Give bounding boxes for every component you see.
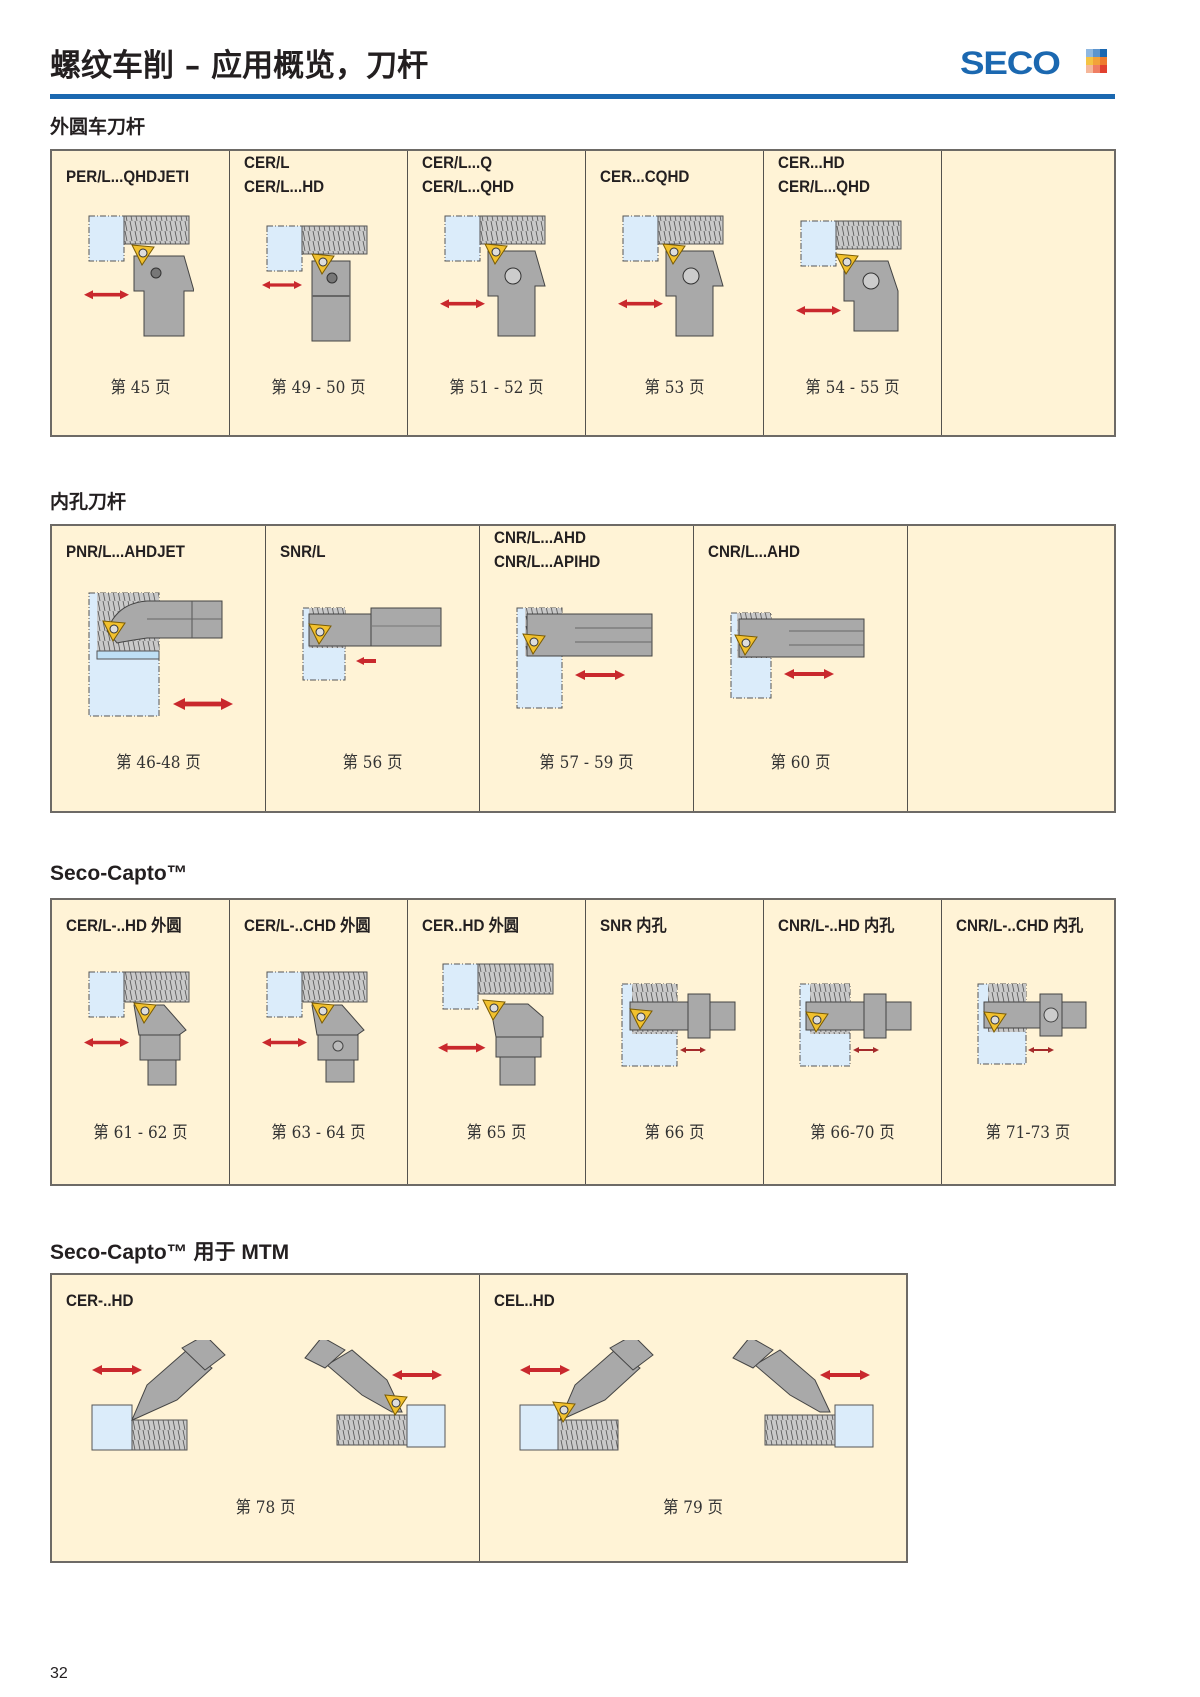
- internal-thread-drawing-icon: [730, 612, 865, 699]
- internal-holders-grid: PNR/L...AHDJET 第 46-48 页 SNR/L 第 56 页 CN…: [50, 524, 1116, 813]
- capto-mtm-grid: CER-..HD 第 78 页 CEL..HD: [50, 1273, 908, 1563]
- external-thread-drawing-icon: [440, 215, 546, 337]
- section-title-internal: 内孔刀杆: [50, 491, 127, 513]
- capto-external-drawing-icon: [84, 971, 190, 1086]
- holder-cell[interactable]: CER/L-..HD 外圆 第 61 - 62 页: [52, 900, 230, 1184]
- internal-thread-drawing-icon: [302, 607, 442, 681]
- holder-code: CNR/L...AHD: [708, 543, 800, 561]
- holder-code: CER/L-..CHD 外圆: [244, 917, 371, 935]
- holder-code: CER..HD 外圆: [422, 917, 519, 935]
- external-thread-drawing-icon: [262, 225, 368, 342]
- external-thread-drawing-icon: [618, 215, 724, 337]
- holder-cell[interactable]: PER/L...QHDJETI 第 45 页: [52, 151, 230, 435]
- holder-cell[interactable]: CER...CQHD 第 53 页: [586, 151, 764, 435]
- page-reference[interactable]: 第 66-70 页: [810, 1123, 895, 1143]
- page-reference[interactable]: 第 78 页: [235, 1498, 296, 1518]
- internal-thread-drawing-icon: [88, 592, 233, 717]
- capto-internal-drawing-icon: [621, 983, 736, 1067]
- holder-cell[interactable]: CNR/L...AHD CNR/L...APIHD 第 57 - 59 页: [480, 526, 694, 811]
- holder-cell[interactable]: PNR/L...AHDJET 第 46-48 页: [52, 526, 266, 811]
- page-reference[interactable]: 第 51 - 52 页: [449, 378, 544, 398]
- capto-internal-drawing-icon: [799, 983, 912, 1067]
- external-thread-drawing-icon: [796, 220, 902, 332]
- holder-code: PER/L...QHDJETI: [66, 168, 190, 186]
- empty-cell: [908, 526, 1114, 811]
- page-reference[interactable]: 第 57 - 59 页: [539, 753, 634, 773]
- holder-cell[interactable]: CER/L CER/L...HD 第 49 - 50 页: [230, 151, 408, 435]
- holder-cell[interactable]: CNR/L-..CHD 内孔 第 71-73 页: [942, 900, 1114, 1184]
- holder-code: SNR 内孔: [600, 917, 667, 935]
- holder-cell[interactable]: SNR 内孔 第 66 页: [586, 900, 764, 1184]
- holder-code: CEL..HD: [494, 1292, 555, 1310]
- page-reference[interactable]: 第 53 页: [644, 378, 705, 398]
- capto-holders-grid: CER/L-..HD 外圆 第 61 - 62 页 CER/L-..CHD 外圆…: [50, 898, 1116, 1186]
- holder-cell[interactable]: CER-..HD 第 78 页: [52, 1275, 480, 1561]
- holder-code: CER/L...Q CER/L...QHD: [422, 154, 514, 196]
- holder-cell[interactable]: CNR/L-..HD 内孔 第 66-70 页: [764, 900, 942, 1184]
- holder-cell[interactable]: CER...HD CER/L...QHD 第 54 - 55 页: [764, 151, 942, 435]
- mtm-drawing-icon: [519, 1340, 874, 1451]
- internal-thread-drawing-icon: [516, 607, 653, 709]
- holder-code: SNR/L: [280, 543, 326, 561]
- holder-cell[interactable]: CNR/L...AHD 第 60 页: [694, 526, 908, 811]
- page-reference[interactable]: 第 45 页: [110, 378, 171, 398]
- capto-internal-drawing-icon: [977, 983, 1087, 1065]
- capto-external-drawing-icon: [438, 963, 554, 1086]
- page-reference[interactable]: 第 49 - 50 页: [271, 378, 366, 398]
- page-reference[interactable]: 第 66 页: [644, 1123, 705, 1143]
- page-reference[interactable]: 第 71-73 页: [985, 1123, 1071, 1143]
- holder-code: PNR/L...AHDJET: [66, 543, 185, 561]
- page-reference[interactable]: 第 60 页: [770, 753, 831, 773]
- page-reference[interactable]: 第 56 页: [342, 753, 403, 773]
- holder-code: CNR/L...AHD CNR/L...APIHD: [494, 529, 601, 571]
- page-reference[interactable]: 第 61 - 62 页: [93, 1123, 188, 1143]
- holder-code: CER-..HD: [66, 1292, 134, 1310]
- logo-color-mark-icon: [1086, 49, 1107, 73]
- header-rule: [50, 94, 1115, 99]
- page-reference[interactable]: 第 63 - 64 页: [271, 1123, 366, 1143]
- external-thread-drawing-icon: [84, 215, 194, 337]
- empty-cell: [942, 151, 1114, 435]
- section-title-capto-mtm: Seco-Capto™ 用于 MTM: [50, 1241, 290, 1264]
- mtm-drawing-icon: [91, 1340, 446, 1451]
- page-number: 32: [50, 1665, 68, 1682]
- holder-code: CER/L CER/L...HD: [244, 154, 325, 196]
- external-holders-grid: PER/L...QHDJETI 第 45 页 CER/L CER/L...HD …: [50, 149, 1116, 437]
- page-reference[interactable]: 第 54 - 55 页: [805, 378, 900, 398]
- section-title-external: 外圆车刀杆: [50, 116, 146, 138]
- seco-logo: SECO: [960, 47, 1107, 79]
- holder-cell[interactable]: CEL..HD 第 79 页: [480, 1275, 906, 1561]
- page-title: 螺纹车削 – 应用概览，刀杆: [50, 48, 429, 84]
- holder-cell[interactable]: SNR/L 第 56 页: [266, 526, 480, 811]
- logo-text: SECO: [960, 45, 1061, 81]
- page-reference[interactable]: 第 65 页: [466, 1123, 527, 1143]
- holder-cell[interactable]: CER..HD 外圆 第 65 页: [408, 900, 586, 1184]
- capto-external-drawing-icon: [262, 971, 368, 1083]
- holder-code: CNR/L-..HD 内孔: [778, 917, 895, 935]
- page-reference[interactable]: 第 79 页: [663, 1498, 723, 1518]
- holder-code: CER/L-..HD 外圆: [66, 917, 182, 935]
- holder-code: CER...HD CER/L...QHD: [778, 154, 870, 196]
- holder-cell[interactable]: CER/L-..CHD 外圆 第 63 - 64 页: [230, 900, 408, 1184]
- holder-code: CER...CQHD: [600, 168, 690, 186]
- section-title-capto: Seco-Capto™: [50, 862, 188, 885]
- holder-code: CNR/L-..CHD 内孔: [956, 917, 1084, 935]
- holder-cell[interactable]: CER/L...Q CER/L...QHD 第 51 - 52 页: [408, 151, 586, 435]
- page-reference[interactable]: 第 46-48 页: [116, 753, 201, 773]
